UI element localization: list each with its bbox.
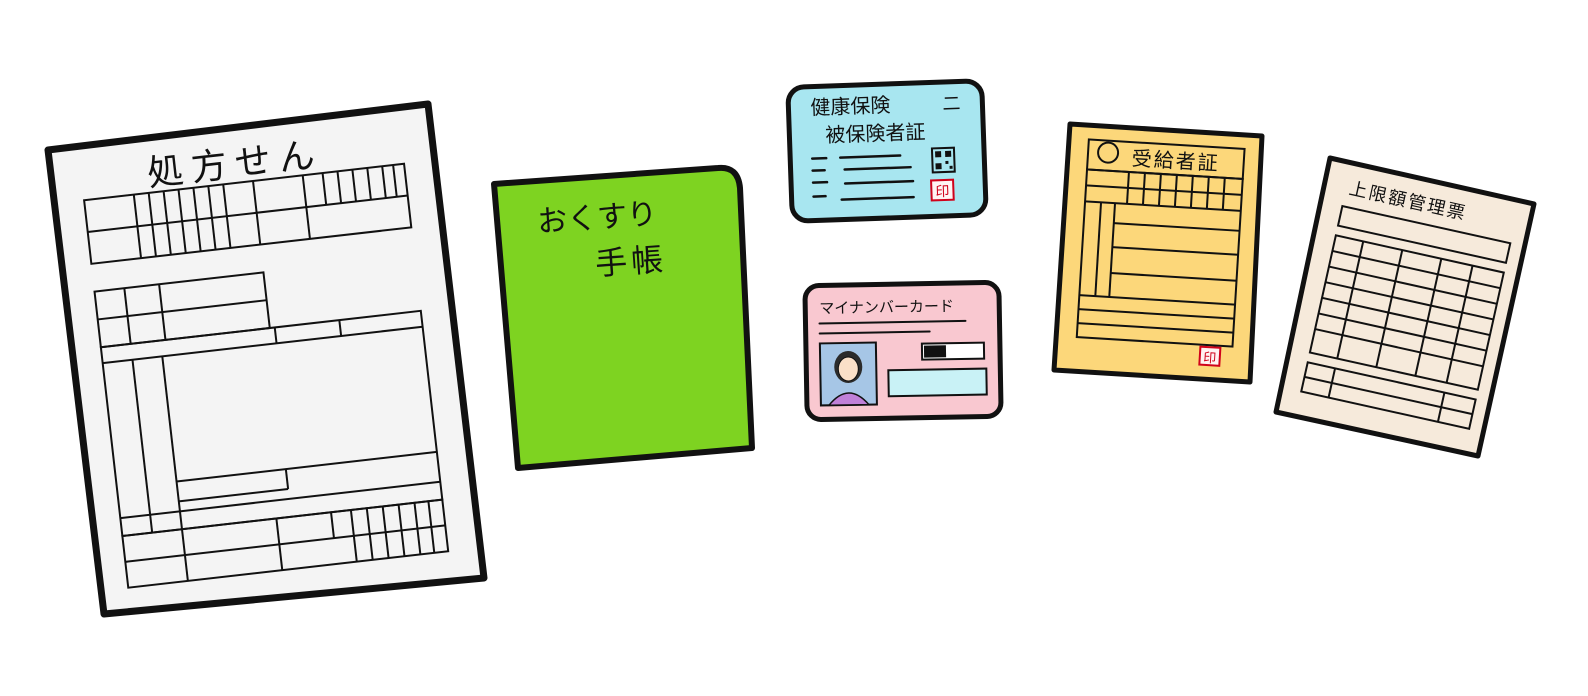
copay-limit-sheet: 上限額管理票 xyxy=(1276,158,1534,456)
prescription-document: 処方せん xyxy=(48,104,484,614)
my-number-card: マイナンバーカード xyxy=(805,282,1001,419)
recipient-certificate: 受給者証 印 xyxy=(1054,124,1262,382)
insurance-card-title-line2: 被保険者証 xyxy=(825,120,926,147)
health-insurance-card: 健康保険 二 被保険者証 印 xyxy=(788,81,987,222)
insurance-card-mark: 二 xyxy=(942,93,961,115)
insurance-seal-text: 印 xyxy=(935,184,950,200)
notebook-title-line2: 手帳 xyxy=(594,240,668,283)
insurance-card-title-line1: 健康保険 xyxy=(810,93,891,120)
my-number-card-title: マイナンバーカード xyxy=(819,297,954,317)
recipient-seal-text: 印 xyxy=(1203,351,1217,367)
medicine-notebook: おくすり 手帳 xyxy=(494,168,752,468)
id-photo-avatar xyxy=(820,342,877,405)
